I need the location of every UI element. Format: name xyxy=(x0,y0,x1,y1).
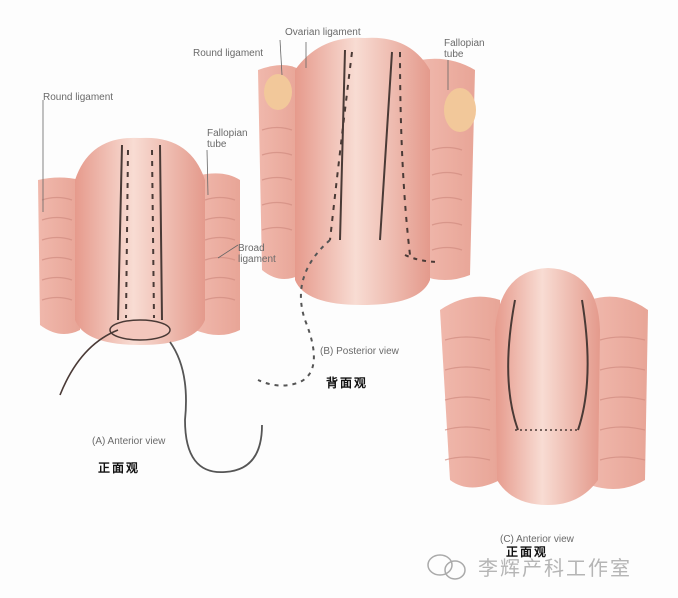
label-ovarian-ligament-b: Ovarian ligament xyxy=(285,27,361,38)
left-ovary xyxy=(264,74,292,110)
suture-dashed xyxy=(329,51,411,256)
incision xyxy=(109,319,171,341)
caption-a-cn: 正面观 xyxy=(98,461,141,475)
suture-needle-thread xyxy=(169,341,263,473)
caption-a: (A) Anterior view xyxy=(92,436,166,447)
label-round-ligament-b: Round ligament xyxy=(193,48,264,59)
suture-line xyxy=(339,49,393,241)
wechat-logo xyxy=(427,554,466,580)
figure-a-anterior xyxy=(38,100,263,473)
suture-thread-right xyxy=(404,254,441,263)
figure-c-anterior-compressed xyxy=(440,268,648,505)
watermark: 李辉产科工作室 xyxy=(478,558,632,580)
caption-b-cn: 背面观 xyxy=(326,376,369,390)
figure-b-posterior xyxy=(257,37,476,387)
uterus-body xyxy=(75,137,205,345)
left-broad-ligament xyxy=(258,65,300,279)
b-lynch-suture xyxy=(507,299,589,431)
left-broad-ligament xyxy=(38,177,80,334)
label-fallopian-tube-b: Fallopian tube xyxy=(444,38,485,60)
label-broad-ligament-a: Broad ligament xyxy=(238,243,276,265)
label-round-ligament-a: Round ligament xyxy=(43,92,114,103)
label-fallopian-tube-a: Fallopian tube xyxy=(207,128,248,150)
uterus-compressed xyxy=(495,268,600,505)
right-ovary xyxy=(444,88,476,132)
suture-thread-left xyxy=(59,329,119,396)
uterus-body xyxy=(295,37,430,306)
left-broad-ligament xyxy=(440,296,500,488)
right-broad-ligament xyxy=(590,296,648,489)
right-broad-ligament xyxy=(195,173,240,335)
suture-line xyxy=(117,144,163,321)
caption-b: (B) Posterior view xyxy=(320,346,399,357)
caption-c: (C) Anterior view xyxy=(500,534,574,545)
caption-c-cn: 正面观 xyxy=(506,545,549,559)
